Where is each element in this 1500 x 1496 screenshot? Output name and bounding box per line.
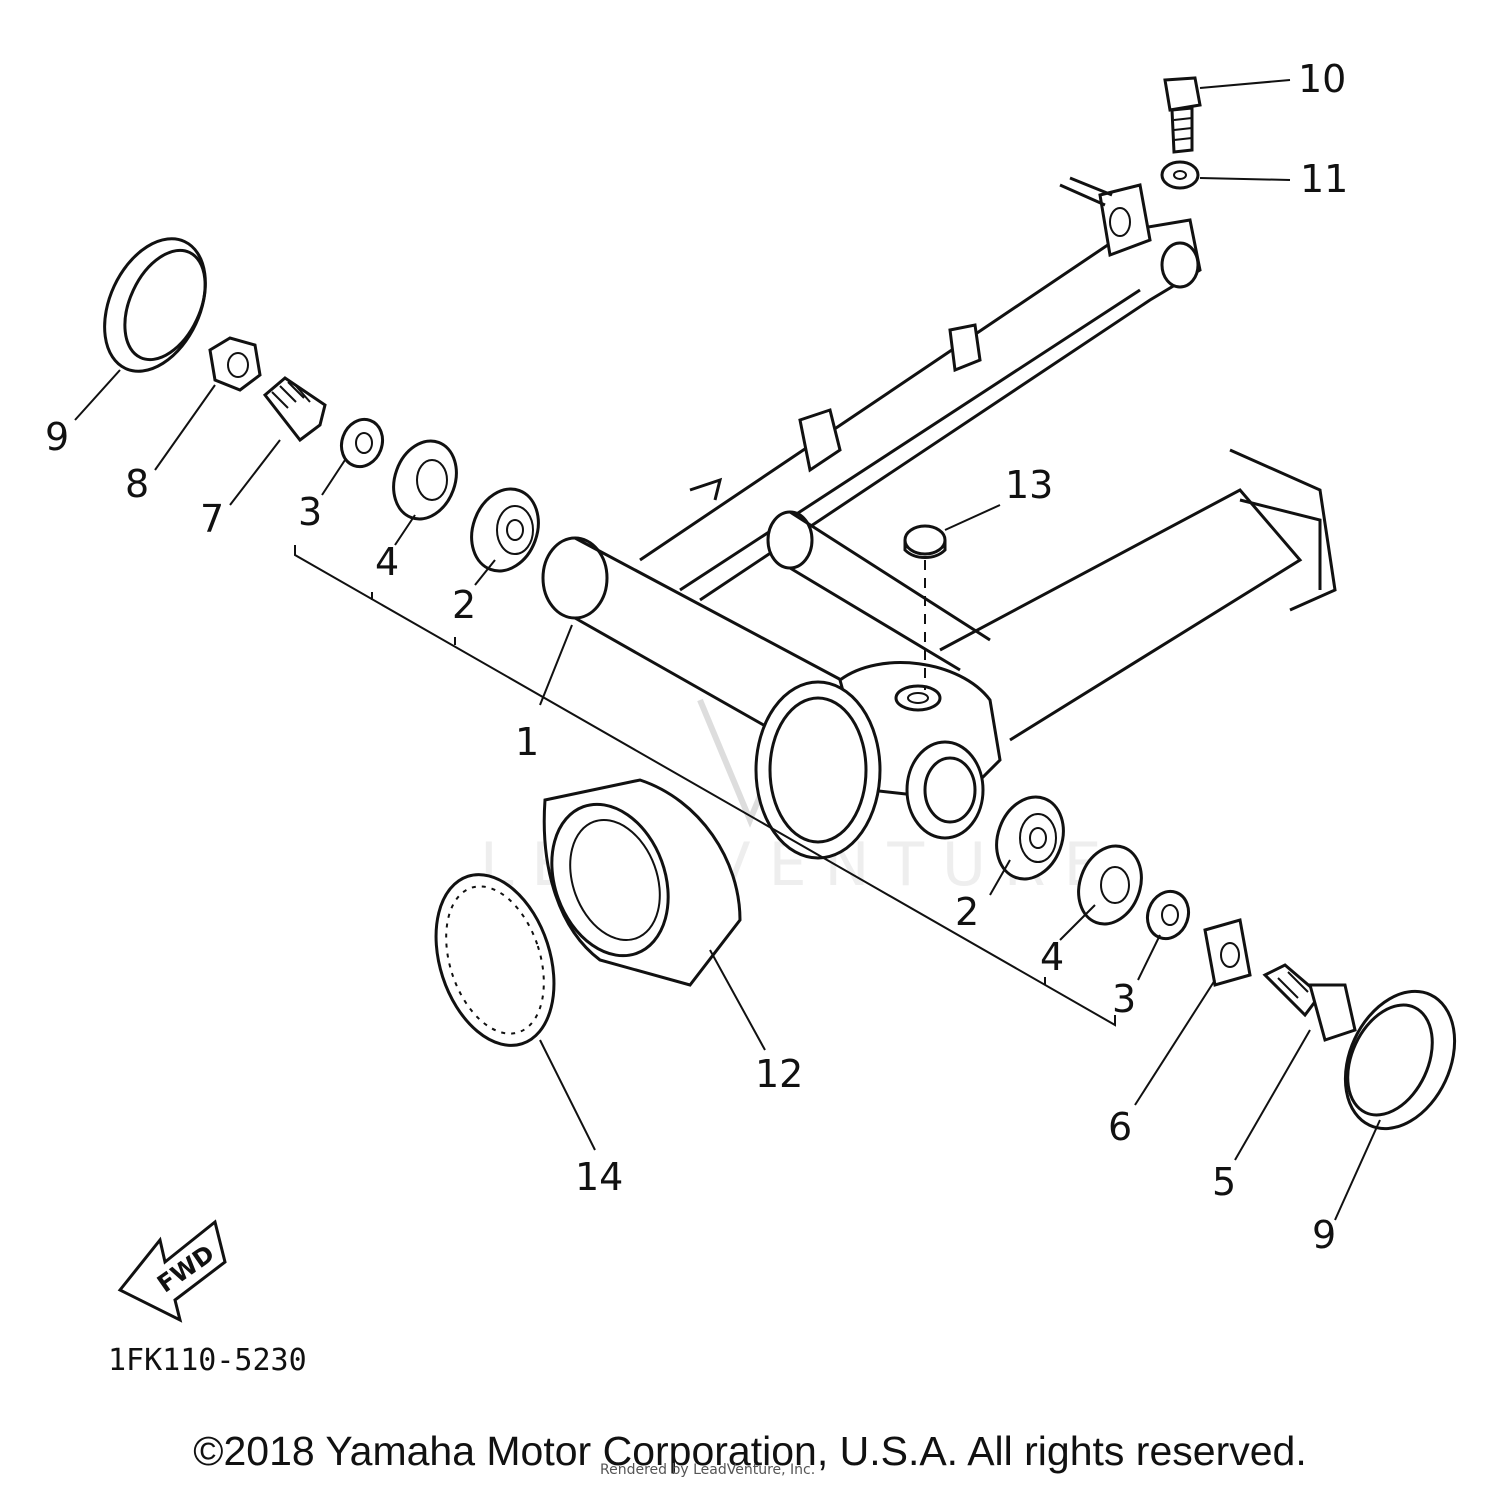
callout-9-left: 9 — [45, 415, 69, 459]
part-7-pivot-bolt — [262, 376, 327, 443]
leader-lines — [74, 79, 1381, 1221]
part-3-collar-right — [1145, 889, 1191, 941]
callout-5: 5 — [1212, 1160, 1236, 1204]
assembly-bracket-line — [294, 545, 1116, 1027]
callout-1: 1 — [515, 720, 539, 764]
part-4-oil-seal-left — [392, 439, 458, 521]
callout-7: 7 — [200, 497, 224, 541]
part-5-adjust-bolt — [1262, 963, 1357, 1042]
part-12-boot — [542, 778, 742, 987]
part-2-bearing-right — [995, 795, 1065, 881]
swingarm-body — [541, 176, 1337, 860]
part-11-washer — [1160, 160, 1200, 190]
callout-2-right: 2 — [955, 890, 979, 934]
callout-6: 6 — [1108, 1105, 1132, 1149]
callout-4-left: 4 — [375, 540, 399, 584]
callout-10: 10 — [1298, 57, 1346, 101]
callout-labels: 10 11 13 9 8 7 3 4 2 1 2 4 3 6 5 9 12 14 — [45, 57, 1348, 1257]
callout-3-right: 3 — [1112, 977, 1136, 1021]
part-9-cap-right — [1343, 989, 1457, 1131]
part-10-bolt — [1163, 76, 1202, 154]
part-14-ring — [434, 873, 556, 1047]
copyright-notice: ©2018 Yamaha Motor Corporation, U.S.A. A… — [193, 1428, 1307, 1474]
part-6-lock-washer — [1203, 918, 1252, 987]
part-8-nut — [208, 336, 262, 392]
callout-13: 13 — [1005, 463, 1053, 507]
callout-4-right: 4 — [1040, 935, 1064, 979]
fwd-arrow-icon: FWD — [117, 1219, 227, 1323]
diagram-part-code: 1FK110-5230 — [108, 1343, 307, 1378]
callout-9-right: 9 — [1312, 1213, 1336, 1257]
part-9-cap-left — [103, 237, 207, 373]
part-2-bearing-left — [470, 487, 540, 573]
callout-2-left: 2 — [452, 583, 476, 627]
rendered-by-watermark: Rendered by LeadVenture, Inc. — [600, 1462, 816, 1478]
callout-14: 14 — [575, 1155, 623, 1199]
callout-3-left: 3 — [298, 490, 322, 534]
part-3-collar-left — [339, 417, 385, 469]
callout-8: 8 — [125, 462, 149, 506]
callout-11: 11 — [1300, 157, 1348, 201]
part-13-cap — [903, 524, 947, 690]
callout-12: 12 — [755, 1052, 803, 1096]
